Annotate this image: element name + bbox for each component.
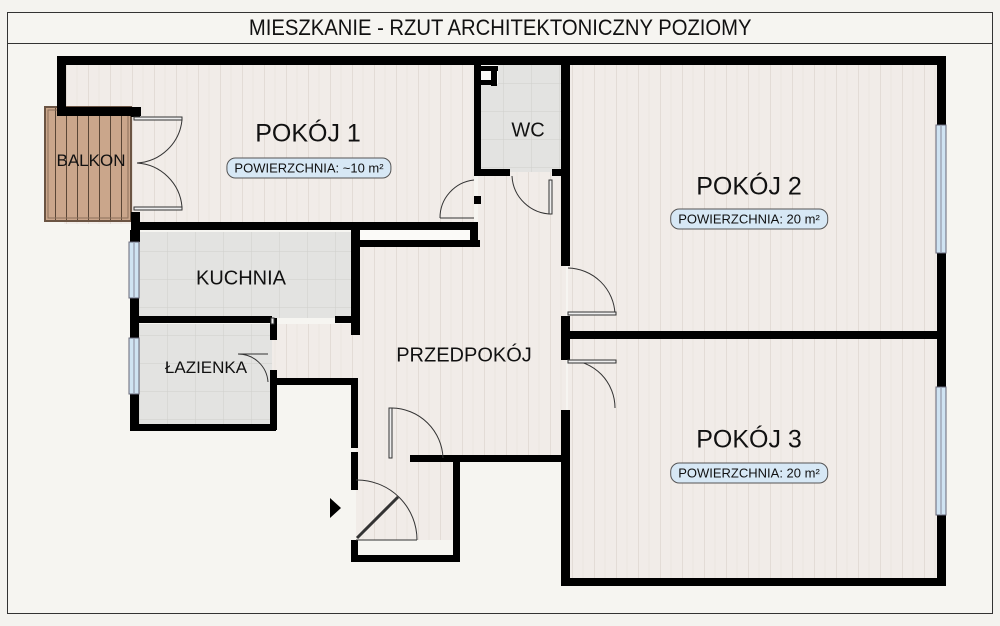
door-entrance[interactable] [355, 479, 418, 541]
area-badge-pokoj-2: POWIERZCHNIA: 20 m² [670, 208, 828, 230]
area-badge-pokoj-1: POWIERZCHNIA: ~10 m² [226, 157, 392, 179]
label-wc: WC [511, 119, 545, 142]
door-balkon[interactable] [133, 116, 183, 121]
page-title: MIESZKANIE - RZUT ARCHITEKTONICZNY POZIO… [248, 15, 752, 40]
walls [57, 56, 946, 586]
label-lazienka: ŁAZIENKA [164, 358, 248, 377]
doors [133, 116, 617, 541]
label-pokoj-1: POKÓJ 1 [255, 119, 361, 148]
title-bar: MIESZKANIE - RZUT ARCHITEKTONICZNY POZIO… [7, 12, 993, 44]
windows [128, 124, 947, 516]
floor-przedpokoj [272, 172, 566, 540]
label-przedpokoj: PRZEDPOKÓJ [396, 344, 532, 367]
floor-pokoj-3 [568, 338, 938, 578]
label-balkon: BALKON [56, 151, 126, 170]
label-kuchnia: KUCHNIA [195, 267, 287, 290]
door-pokoj-1[interactable] [439, 179, 475, 219]
area-badge-pokoj-3: POWIERZCHNIA: 20 m² [670, 462, 828, 484]
floor-pokoj-1 [64, 64, 474, 224]
door-wc[interactable] [511, 175, 553, 215]
floors [64, 64, 938, 578]
floor-kuchnia [138, 232, 356, 318]
label-pokoj-3: POKÓJ 3 [696, 425, 802, 454]
door-pokoj-2[interactable] [567, 267, 616, 315]
closet [360, 228, 476, 242]
door-hall[interactable] [391, 407, 444, 459]
entrance-arrow-icon [330, 498, 341, 518]
floor-lazienka [138, 324, 272, 428]
floor-pokoj-2 [568, 64, 938, 334]
label-pokoj-2: POKÓJ 2 [696, 172, 802, 201]
